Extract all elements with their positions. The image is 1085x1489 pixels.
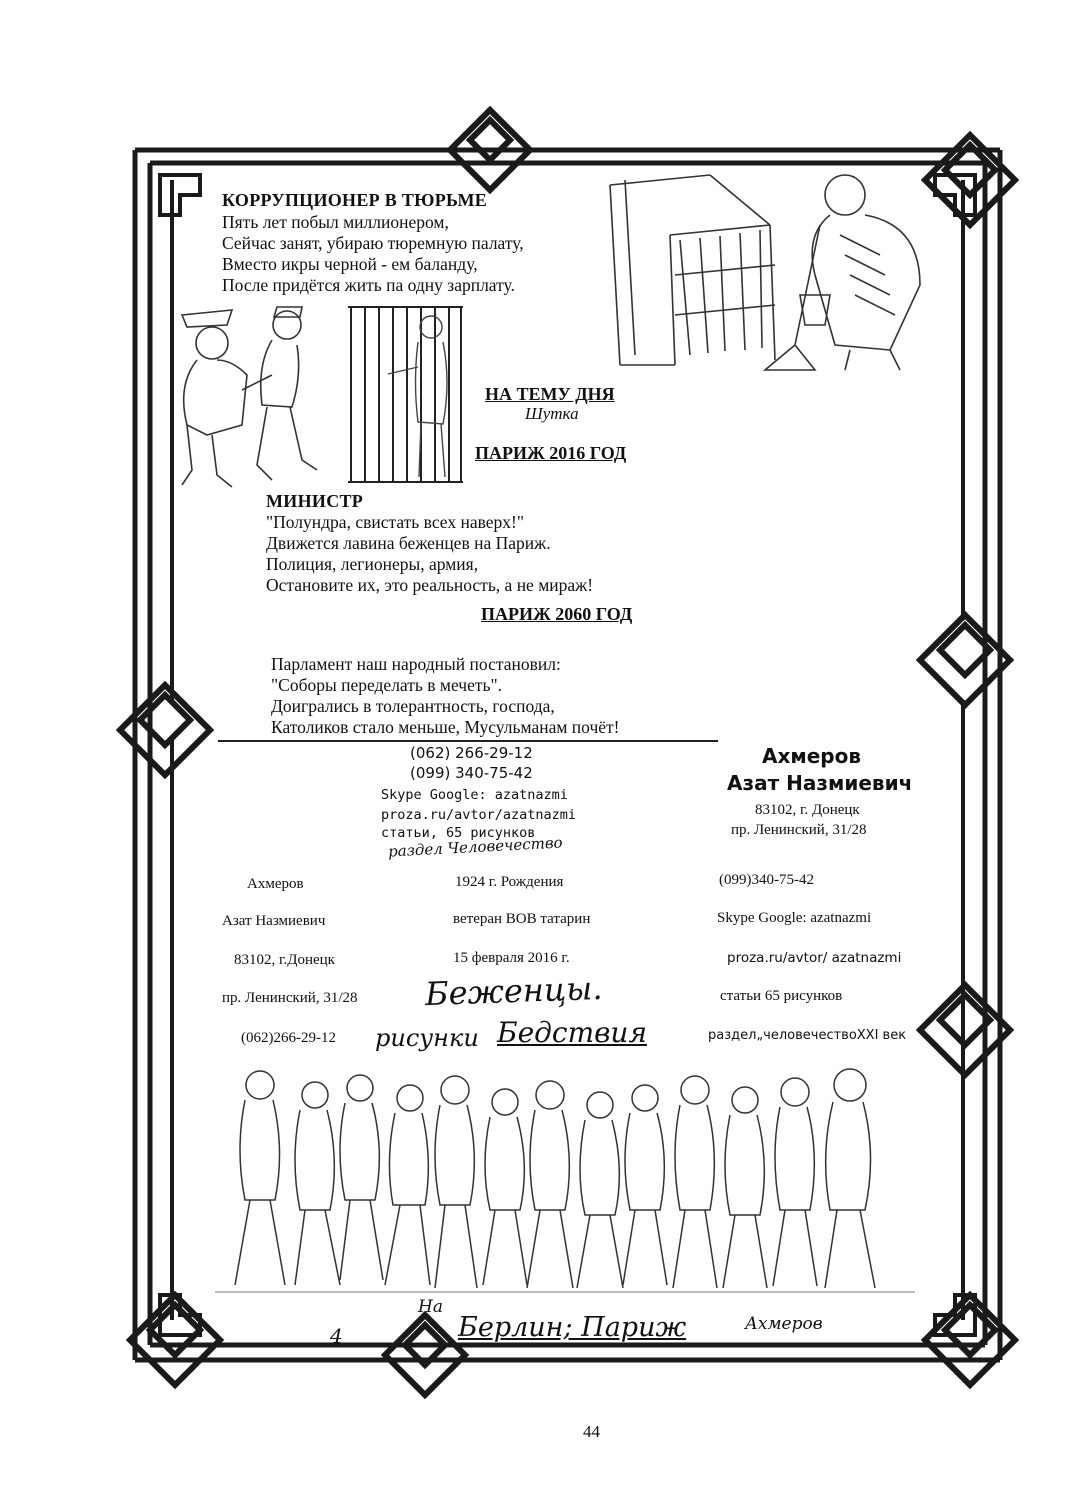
grid-section: раздел„человечествоXXI век bbox=[708, 1028, 907, 1043]
author-name: Азат Назмиевич bbox=[727, 771, 913, 795]
knot-left-mid bbox=[115, 680, 215, 780]
handwritten-title-refugees: Беженцы. bbox=[424, 968, 604, 1014]
knot-bottom-left bbox=[125, 1290, 225, 1390]
poem-line: Пять лет побыл миллионером, bbox=[222, 212, 449, 232]
grid-articles: статьи 65 рисунков bbox=[720, 988, 843, 1004]
grid-birth: 1924 г. Рождения bbox=[455, 874, 564, 890]
contact-skype: Skype Google: azatnazmi bbox=[381, 787, 568, 803]
knot-top-center bbox=[445, 105, 535, 195]
grid-name: Азат Назмиевич bbox=[222, 913, 326, 929]
section-divider bbox=[218, 740, 718, 742]
grid-site: proza.ru/avtor/ azatnazmi bbox=[727, 950, 902, 966]
sketch-refugee-crowd bbox=[215, 1068, 915, 1293]
poem-line: Доигрались в толерантность, господа, bbox=[271, 696, 555, 716]
grid-street: пр. Ленинский, 31/28 bbox=[222, 990, 358, 1006]
contact-phone-1: (062) 266-29-12 bbox=[410, 744, 533, 762]
poem-title-corrupt: КОРРУПЦИОНЕР В ТЮРЬМЕ bbox=[222, 190, 488, 210]
author-city: 83102, г. Донецк bbox=[755, 802, 860, 818]
sketch-prison-cleaning bbox=[609, 174, 921, 371]
poem-line: Полиция, легионеры, армия, bbox=[266, 554, 479, 574]
handwritten-destinations: Берлин; Париж bbox=[458, 1312, 687, 1343]
poem-line: После придётся жить па одну зарплату. bbox=[222, 275, 515, 295]
topic-heading: НА ТЕМУ ДНЯ bbox=[485, 384, 615, 404]
author-street: пр. Ленинский, 31/28 bbox=[731, 822, 867, 838]
handwritten-drawings: рисунки bbox=[375, 1024, 479, 1052]
handwritten-disaster: Бедствия bbox=[497, 1016, 647, 1049]
poem-line: Парламент наш народный постановил: bbox=[271, 654, 561, 674]
grid-date: 15 февраля 2016 г. bbox=[453, 950, 570, 966]
contact-articles: статьи, 65 рисунков bbox=[381, 825, 536, 841]
grid-city: 83102, г.Донецк bbox=[234, 952, 335, 968]
sketch-prison-bars bbox=[348, 306, 463, 483]
handwritten-to: На bbox=[418, 1297, 443, 1317]
paris-2060-heading: ПАРИЖ 2060 ГОД bbox=[481, 604, 633, 624]
topic-subheading: Шутка bbox=[525, 404, 579, 423]
knot-right-lower bbox=[915, 980, 1015, 1080]
poem-line: Католиков стало меньше, Мусульманам почё… bbox=[271, 717, 620, 737]
contact-site: proza.ru/avtor/azatnazmi bbox=[381, 807, 577, 823]
poem-line: "Полундра, свистать всех наверх!" bbox=[266, 512, 524, 532]
grid-veteran: ветеран ВОВ татарин bbox=[453, 911, 591, 927]
minister-title: МИНИСТР bbox=[266, 491, 364, 511]
author-surname: Ахмеров bbox=[762, 744, 862, 768]
poem-line: Вместо икры черной - ем баланду, bbox=[222, 254, 478, 274]
handwritten-corner-mark: 4 bbox=[330, 1324, 343, 1348]
knot-right-mid bbox=[915, 610, 1015, 710]
handwritten-signature: Ахмеров bbox=[745, 1314, 823, 1334]
grid-skype: Skype Google: azatnazmi bbox=[717, 910, 872, 926]
grid-phone-2: (099)340-75-42 bbox=[719, 872, 814, 888]
grid-surname: Ахмеров bbox=[247, 876, 304, 892]
poem-line: Движется лавина беженцев на Париж. bbox=[266, 533, 551, 553]
poem-line: Остановите их, это реальность, а не мира… bbox=[266, 575, 594, 595]
poem-line: Сейчас занят, убираю тюремную палату, bbox=[222, 233, 524, 253]
knot-bottom-center bbox=[380, 1310, 470, 1400]
grid-phone: (062)266-29-12 bbox=[241, 1030, 336, 1046]
sketch-arrest bbox=[180, 306, 318, 488]
page-number: 44 bbox=[583, 1422, 600, 1441]
contact-phone-2: (099) 340-75-42 bbox=[410, 764, 533, 782]
poem-line: "Соборы переделать в мечеть". bbox=[271, 675, 503, 695]
paris-2016-heading: ПАРИЖ 2016 ГОД bbox=[475, 443, 627, 463]
